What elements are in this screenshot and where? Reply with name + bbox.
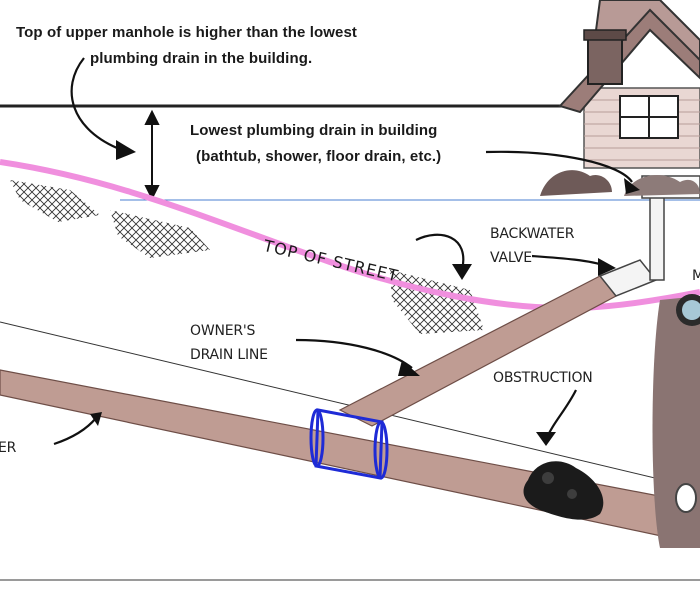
obstruction-blob (523, 461, 604, 520)
sewer-label-fragment: ER (0, 440, 17, 456)
height-difference-arrow (144, 109, 160, 201)
backwater-valve-label-line2: VALVE (490, 250, 532, 266)
owner-drain-label-line2: DRAIN LINE (190, 347, 268, 363)
lowest-drain-label-line1: Lowest plumbing drain in building (190, 122, 438, 139)
pipe-coupling (309, 408, 389, 480)
street-surface-line (0, 159, 700, 312)
manhole-height-note-line1: Top of upper manhole is higher than the … (16, 24, 358, 41)
obstruction-label: OBSTRUCTION (493, 370, 593, 386)
backwater-valve-label-line1: BACKWATER (490, 226, 575, 242)
leader-arrowheads (90, 140, 640, 446)
soil-hatching (10, 180, 484, 334)
house-illustration (540, 0, 700, 196)
downstream-manhole (652, 294, 700, 548)
manhole-height-note-line2: plumbing drain in the building. (90, 50, 313, 67)
lowest-drain-label-line2: (bathtub, shower, floor drain, etc.) (196, 148, 442, 165)
owner-drain-label-line1: OWNER'S (190, 323, 256, 339)
manhole-label-fragment: M (692, 268, 700, 284)
